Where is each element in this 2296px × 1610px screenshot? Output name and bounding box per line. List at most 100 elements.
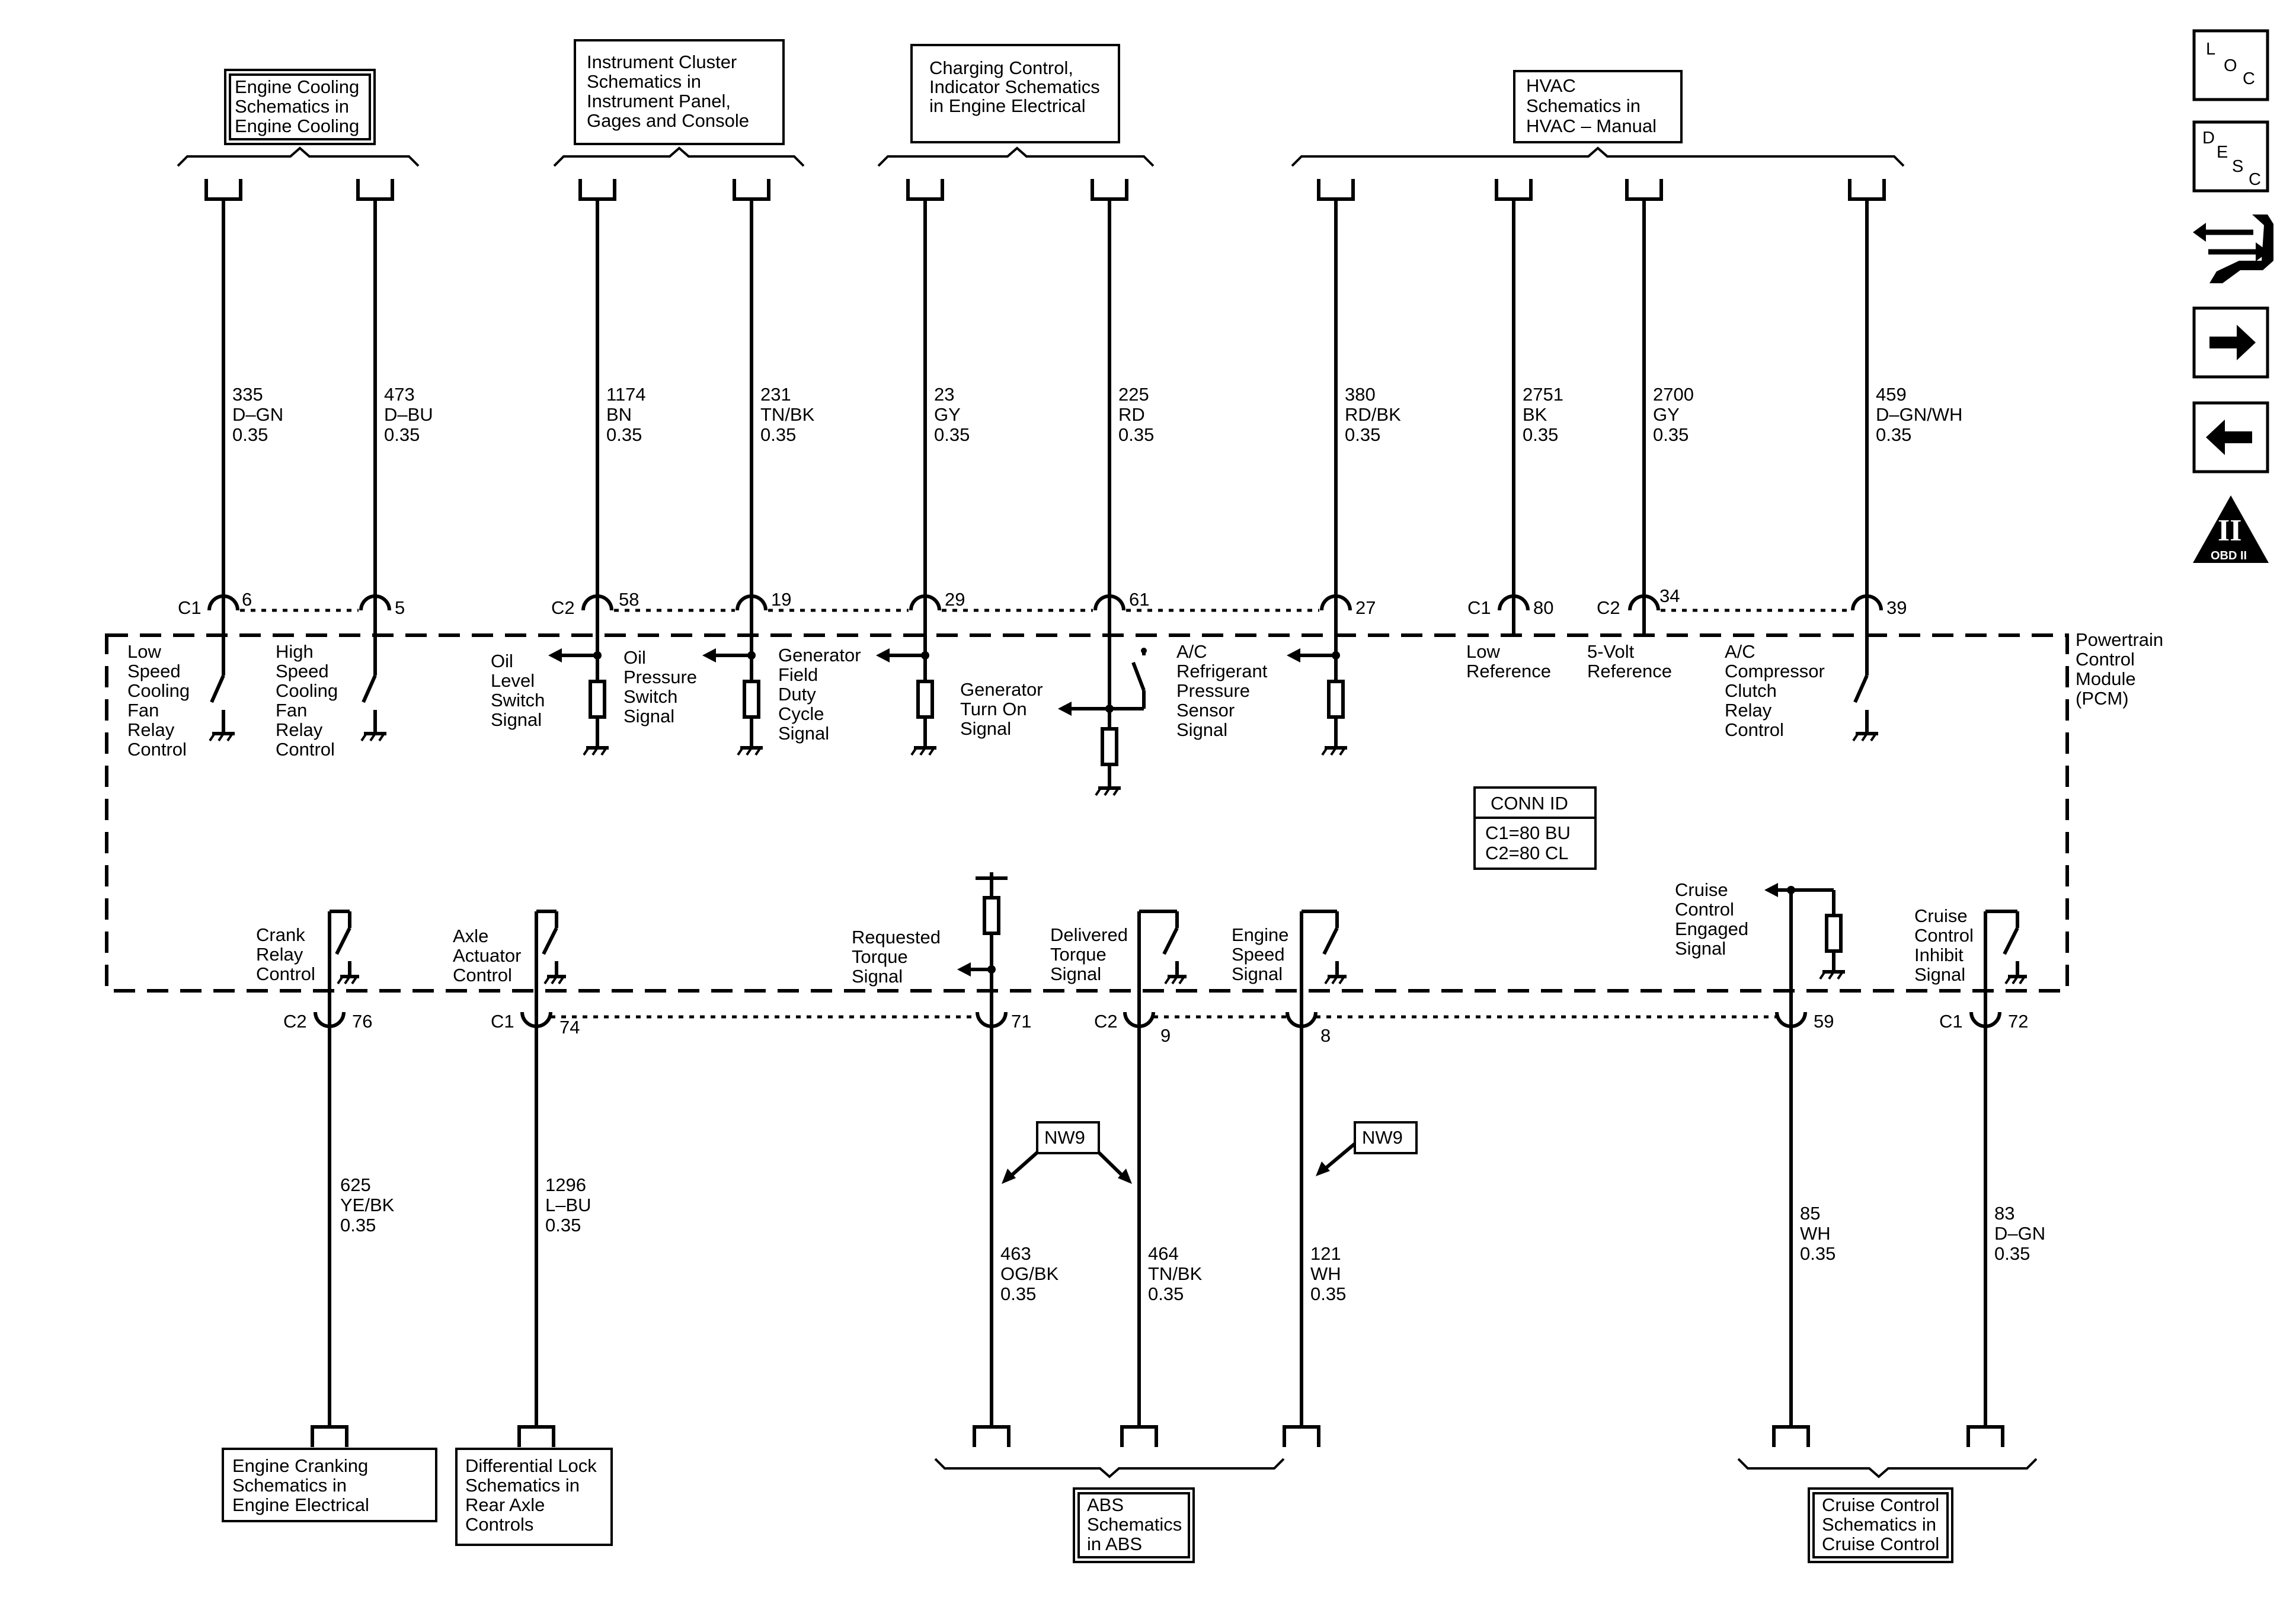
svg-text:Refrigerant: Refrigerant: [1176, 661, 1268, 681]
svg-text:Signal: Signal: [778, 723, 829, 744]
svg-text:C1: C1: [1467, 597, 1491, 618]
svg-text:Control: Control: [2076, 649, 2135, 670]
svg-text:C1: C1: [1939, 1011, 1963, 1032]
internal-axle-actuator: [535, 910, 566, 991]
top-connector-cups: [204, 179, 1886, 201]
svg-text:HVAC: HVAC: [1526, 75, 1576, 96]
svg-text:C1: C1: [178, 597, 202, 618]
ref-box-engine-cooling[interactable]: Engine Cooling Schematics in Engine Cool…: [224, 69, 376, 145]
svg-text:Signal: Signal: [1675, 938, 1726, 959]
svg-text:Schematics in: Schematics in: [232, 1475, 347, 1496]
svg-text:8: 8: [1320, 1025, 1331, 1046]
ref-box-diff-lock[interactable]: Differential Lock Schematics in Rear Axl…: [455, 1448, 613, 1546]
conn-id-box: CONN ID C1=80 BU C2=80 CL: [1473, 786, 1597, 870]
internal-low-speed-fan: [209, 637, 235, 742]
svg-text:0.35: 0.35: [1345, 424, 1380, 445]
next-arrow-icon[interactable]: [2192, 306, 2269, 379]
svg-text:1174: 1174: [606, 384, 646, 405]
svg-text:D: D: [2202, 129, 2215, 148]
svg-text:464: 464: [1148, 1243, 1179, 1264]
ref-box-abs[interactable]: ABS Schematics in ABS: [1073, 1487, 1195, 1563]
svg-text:O: O: [2224, 56, 2237, 75]
svg-text:Engaged: Engaged: [1675, 918, 1748, 939]
svg-text:RD: RD: [1118, 404, 1145, 425]
svg-text:D–GN: D–GN: [1994, 1223, 2045, 1244]
svg-text:Signal: Signal: [1176, 719, 1227, 740]
svg-text:0.35: 0.35: [1653, 424, 1689, 445]
network-marker-nw9-left: NW9: [1002, 1121, 1132, 1184]
svg-text:23: 23: [934, 384, 954, 405]
svg-text:Control: Control: [1675, 899, 1734, 920]
pcm-module-outline: [105, 633, 2069, 993]
svg-text:Control: Control: [256, 964, 315, 984]
prev-arrow-icon[interactable]: [2192, 401, 2269, 473]
top-brackets: [177, 146, 1905, 167]
svg-text:C2=80 CL: C2=80 CL: [1485, 843, 1568, 863]
svg-text:Engine Electrical: Engine Electrical: [232, 1494, 369, 1515]
ref-box-instrument-cluster[interactable]: Instrument Cluster Schematics in Instrum…: [574, 39, 785, 145]
svg-text:Level: Level: [491, 670, 535, 691]
function-label-oil-pressure: Oil Pressure Switch Signal: [623, 647, 697, 726]
svg-text:Powertrain: Powertrain: [2076, 629, 2163, 650]
internal-requested-torque: [957, 872, 1008, 991]
svg-text:Signal: Signal: [852, 966, 903, 987]
loc-icon[interactable]: L O C: [2192, 29, 2269, 101]
svg-text:29: 29: [945, 589, 965, 610]
internal-ac-refrigerant: [1287, 637, 1347, 756]
svg-text:Switch: Switch: [491, 690, 545, 710]
svg-text:Engine Cranking: Engine Cranking: [232, 1455, 368, 1476]
svg-text:Fan: Fan: [276, 700, 307, 721]
top-wire-label-2700: 2700 GY 0.35: [1653, 384, 1694, 445]
svg-text:D–GN: D–GN: [232, 404, 283, 425]
bottom-pin-stubs: [328, 991, 1987, 1026]
top-wire-label-335: 335 D–GN 0.35: [232, 384, 283, 445]
bottom-wire-label-121: 121 WH 0.35: [1310, 1243, 1346, 1304]
svg-text:625: 625: [340, 1174, 371, 1195]
internal-oil-pressure: [702, 637, 763, 756]
svg-text:5-Volt: 5-Volt: [1587, 641, 1635, 662]
svg-text:in ABS: in ABS: [1087, 1534, 1142, 1554]
ref-box-hvac[interactable]: HVAC Schematics in HVAC – Manual: [1513, 70, 1683, 143]
svg-text:225: 225: [1118, 384, 1149, 405]
function-label-requested-torque: Requested Torque Signal: [852, 927, 941, 987]
svg-text:BK: BK: [1523, 404, 1547, 425]
top-wire-label-23: 23 GY 0.35: [934, 384, 970, 445]
svg-text:Pressure: Pressure: [1176, 680, 1250, 701]
svg-text:Oil: Oil: [623, 647, 646, 668]
internal-delivered-torque: [1137, 910, 1187, 991]
svg-text:0.35: 0.35: [760, 424, 796, 445]
svg-text:Cruise: Cruise: [1675, 879, 1728, 900]
svg-text:Sensor: Sensor: [1176, 700, 1235, 721]
svg-text:Control: Control: [1725, 719, 1784, 740]
svg-text:C2: C2: [1597, 597, 1620, 618]
svg-text:463: 463: [1000, 1243, 1031, 1264]
svg-text:(PCM): (PCM): [2076, 688, 2129, 709]
svg-text:Crank: Crank: [256, 924, 305, 945]
svg-text:6: 6: [242, 589, 252, 610]
svg-text:Actuator: Actuator: [453, 945, 521, 966]
svg-text:Rear Axle: Rear Axle: [465, 1494, 545, 1515]
bottom-wire-label-463: 463 OG/BK 0.35: [1000, 1243, 1059, 1304]
obd-ii-icon[interactable]: II OBD II: [2193, 495, 2269, 563]
svg-text:0.35: 0.35: [1994, 1243, 2030, 1264]
svg-text:0.35: 0.35: [1876, 424, 1911, 445]
svg-text:0.35: 0.35: [1310, 1283, 1346, 1304]
svg-text:Generator: Generator: [778, 645, 861, 665]
svg-text:Reference: Reference: [1466, 661, 1551, 681]
ref-box-charging[interactable]: Charging Control, Indicator Schematics i…: [910, 44, 1120, 143]
bottom-wire-label-85: 85 WH 0.35: [1800, 1203, 1835, 1264]
repair-wrench-icon[interactable]: [2193, 215, 2273, 283]
function-label-crank-relay: Crank Relay Control: [256, 924, 315, 984]
svg-text:Torque: Torque: [1050, 944, 1107, 965]
bottom-wire-label-464: 464 TN/BK 0.35: [1148, 1243, 1203, 1304]
svg-text:L–BU: L–BU: [545, 1195, 591, 1215]
function-label-axle-actuator: Axle Actuator Control: [453, 926, 521, 985]
svg-text:0.35: 0.35: [232, 424, 268, 445]
ref-box-cruise[interactable]: Cruise Control Schematics in Cruise Cont…: [1808, 1487, 1953, 1563]
svg-text:CONN ID: CONN ID: [1491, 793, 1568, 814]
ref-box-engine-cranking[interactable]: Engine Cranking Schematics in Engine Ele…: [222, 1448, 437, 1522]
svg-text:61: 61: [1129, 589, 1149, 610]
svg-text:WH: WH: [1800, 1223, 1831, 1244]
desc-icon[interactable]: D E S C: [2192, 120, 2269, 193]
svg-text:Cruise: Cruise: [1914, 905, 1968, 926]
